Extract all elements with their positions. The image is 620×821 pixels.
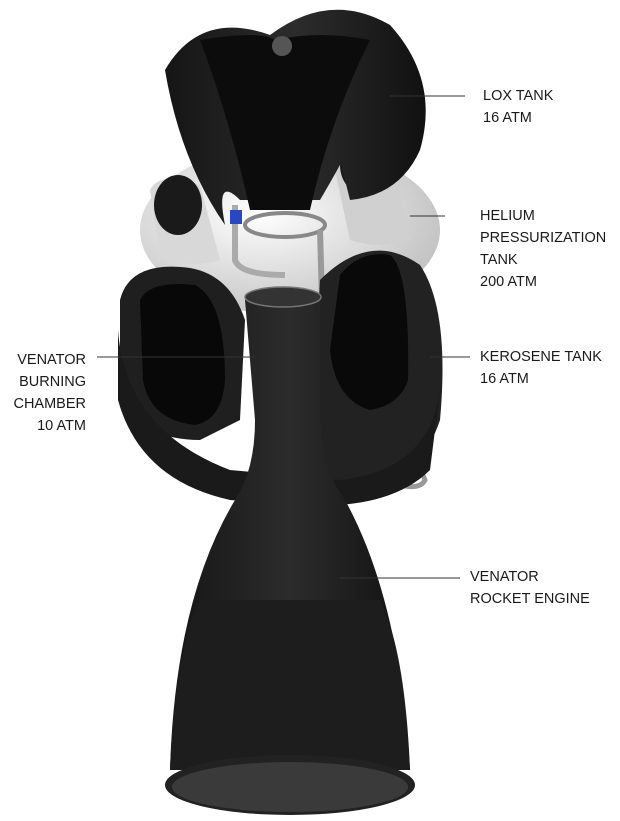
label-text: VENATOR bbox=[470, 569, 539, 585]
label-text: TANK bbox=[480, 252, 518, 268]
label-text: VENATOR bbox=[17, 352, 86, 368]
label-text: CHAMBER bbox=[13, 396, 86, 412]
label-rocket-engine: VENATOR ROCKET ENGINE bbox=[470, 566, 590, 610]
label-text: HELIUM bbox=[480, 208, 535, 224]
label-text: ROCKET ENGINE bbox=[470, 591, 590, 607]
label-burning-chamber: VENATOR BURNING CHAMBER 10 ATM bbox=[8, 349, 86, 437]
label-pressure: 200 ATM bbox=[480, 274, 537, 290]
lox-tank bbox=[165, 9, 426, 225]
label-pressure: 16 ATM bbox=[480, 371, 529, 387]
label-pressure: 10 ATM bbox=[37, 418, 86, 434]
rocket-engine bbox=[165, 286, 415, 815]
label-text: LOX TANK bbox=[483, 88, 554, 104]
label-text: PRESSURIZATION bbox=[480, 230, 607, 246]
label-pressure: 16 ATM bbox=[483, 110, 532, 126]
label-kerosene-tank: KEROSENE TANK 16 ATM bbox=[480, 346, 602, 390]
label-lox-tank: LOX TANK 16 ATM bbox=[483, 85, 553, 129]
kerosene-tank bbox=[118, 250, 443, 506]
label-text: KEROSENE TANK bbox=[480, 349, 602, 365]
leader-lines bbox=[97, 95, 470, 579]
label-helium-tank: HELIUM PRESSURIZATION TANK 200 ATM bbox=[480, 205, 606, 293]
label-text: BURNING bbox=[19, 374, 86, 390]
